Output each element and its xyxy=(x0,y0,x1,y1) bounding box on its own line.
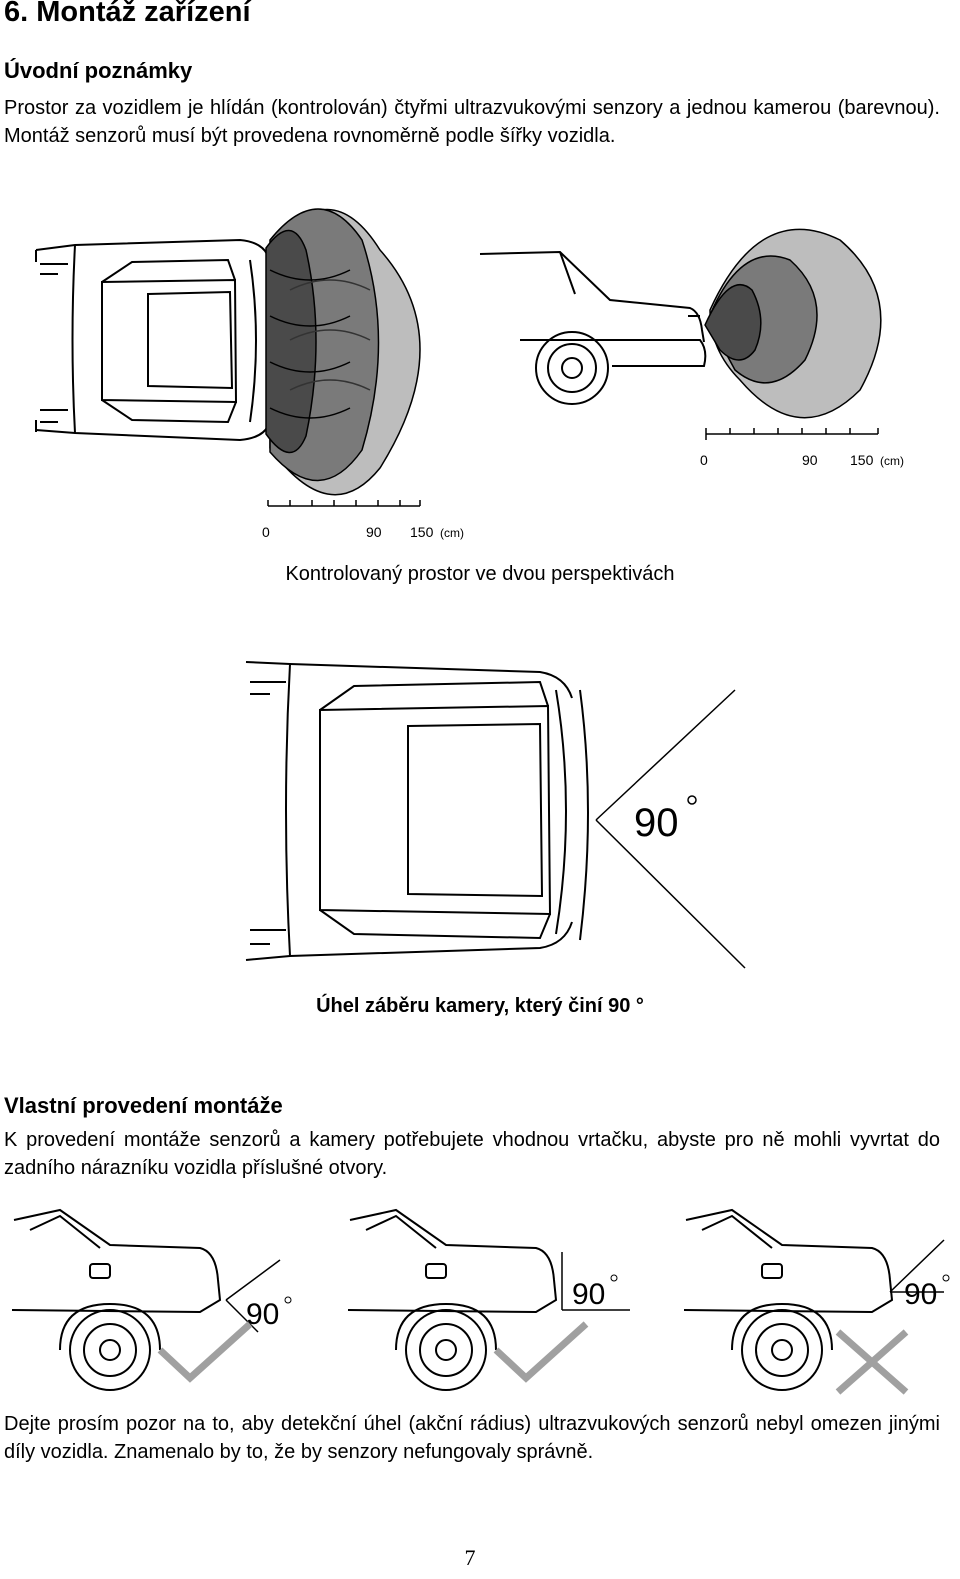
car-side-view-illustration xyxy=(479,250,707,405)
mounting-example-incorrect xyxy=(683,1208,945,1391)
mounting-examples-figure: 90 90 90 xyxy=(11,1208,950,1395)
intro-paragraph: Prostor za vozidlem je hlídán (kontrolov… xyxy=(4,97,940,147)
scale-top-label-90: 90 xyxy=(366,524,382,540)
scale-bar-side xyxy=(705,428,879,440)
scale-side-label-150: 150 xyxy=(850,452,874,468)
page-number: 7 xyxy=(464,1545,476,1570)
figure2-caption: Úhel záběru kamery, který činí 90 ° xyxy=(316,995,644,1017)
angle-label-1: 90 xyxy=(246,1298,279,1331)
scale-top-label-unit: (cm) xyxy=(440,526,464,540)
figure1-caption: Kontrolovaný prostor ve dvou perspektivá… xyxy=(285,563,675,585)
sensor-zones-top xyxy=(265,208,421,496)
sensor-coverage-figure: 0 90 150 (cm) 0 90 150 (cm) xyxy=(35,208,904,540)
degree-symbol-icon xyxy=(942,1274,950,1282)
check-mark-icon xyxy=(493,1321,589,1383)
scale-side-label-0: 0 xyxy=(700,452,708,468)
angle-label-2: 90 xyxy=(572,1278,605,1311)
mounting-paragraph: K provedení montáže senzorů a kamery pot… xyxy=(4,1129,940,1179)
check-mark-icon xyxy=(157,1321,253,1383)
intro-heading: Úvodní poznámky xyxy=(4,58,193,83)
section-title: 6. Montáž zařízení xyxy=(4,0,251,28)
degree-symbol-icon xyxy=(687,795,697,805)
camera-angle-figure: 90 xyxy=(245,661,746,969)
cross-mark-icon xyxy=(835,1329,909,1395)
mounting-example-correct-2 xyxy=(347,1208,630,1391)
warning-paragraph: Dejte prosím pozor na to, aby detekční ú… xyxy=(4,1413,940,1463)
camera-angle-label: 90 xyxy=(634,801,679,845)
car-top-view-illustration xyxy=(245,661,589,961)
mounting-example-correct-1 xyxy=(11,1208,281,1391)
degree-symbol-icon xyxy=(284,1296,292,1304)
scale-top-label-0: 0 xyxy=(262,524,270,540)
camera-field-of-view xyxy=(595,689,746,969)
sensor-zones-side xyxy=(704,228,882,419)
degree-symbol-icon xyxy=(610,1274,618,1282)
mounting-heading: Vlastní provedení montáže xyxy=(4,1093,283,1118)
scale-side-label-unit: (cm) xyxy=(880,454,904,468)
scale-bar-top xyxy=(267,500,421,507)
angle-label-3: 90 xyxy=(904,1278,937,1311)
car-top-view-illustration xyxy=(35,238,269,442)
scale-side-label-90: 90 xyxy=(802,452,818,468)
scale-top-label-150: 150 xyxy=(410,524,434,540)
